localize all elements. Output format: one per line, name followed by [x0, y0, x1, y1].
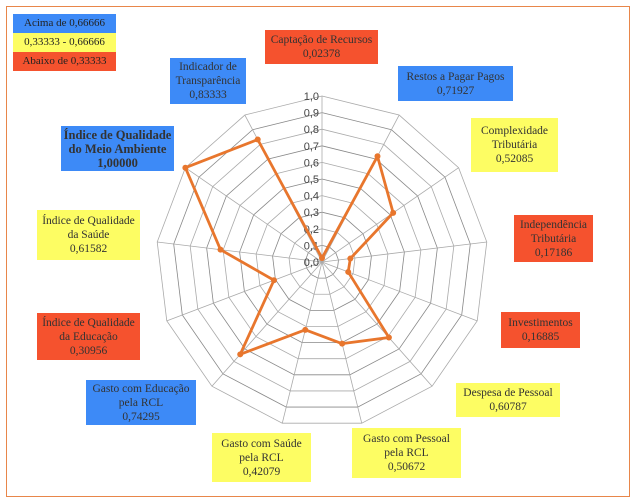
tick-label: 0,7: [304, 141, 319, 153]
axis-value: 0,17186: [534, 246, 573, 259]
data-point: [339, 340, 346, 347]
data-point: [319, 255, 325, 262]
tick-label: 0,6: [304, 157, 319, 169]
grid-ring: [239, 178, 405, 343]
axis-name: Investimentos: [508, 317, 573, 329]
chart-frame: [6, 6, 630, 497]
axis-spoke: [211, 261, 323, 387]
grid-ring: [288, 228, 356, 295]
tick-label: 0,5: [304, 174, 319, 186]
grid-ring: [189, 128, 455, 392]
legend-middle: 0,33333 - 0,66666: [13, 33, 116, 52]
data-point: [347, 255, 354, 262]
axis-name: Despesa de Pessoal: [463, 387, 553, 399]
axis-label-box: Gasto com Pessoal pela RCL 0,50672: [352, 428, 461, 478]
data-point: [345, 268, 352, 275]
axis-name: Independência Tributária: [519, 218, 588, 245]
axis-name: Gasto com Saúde pela RCL: [221, 437, 302, 464]
axis-value: 0,16885: [521, 331, 560, 343]
axis-value: 0,30956: [69, 344, 108, 357]
axis-value: 0,02378: [302, 48, 341, 60]
axis-name: Índice de Qualidade do Meio Ambiente: [63, 127, 172, 156]
axis-label-box: Indicador de Transparência 0,83333: [170, 58, 246, 104]
data-point: [217, 246, 224, 253]
axis-spoke: [321, 261, 478, 322]
data-point: [254, 136, 261, 143]
axis-label-box: Investimentos 0,16885: [501, 312, 580, 348]
data-series-line: [183, 138, 395, 356]
data-point: [237, 351, 244, 358]
axis-spoke: [185, 167, 323, 263]
data-point: [390, 209, 397, 216]
axis-name: Gasto com Pessoal pela RCL: [363, 433, 450, 459]
axis-value: 0,60787: [489, 401, 527, 413]
data-point: [182, 164, 189, 171]
data-point: [385, 334, 392, 341]
axis-value: 0,42079: [242, 465, 281, 478]
axis-spoke: [321, 261, 433, 387]
axis-label-box: Índice de Qualidade da Saúde 0,61582: [37, 210, 140, 260]
axis-value: 0,50672: [387, 461, 426, 473]
axis-value: 0,74295: [122, 410, 160, 423]
data-point: [270, 277, 277, 284]
grid-ring: [206, 145, 438, 376]
grid-ring: [272, 211, 372, 311]
axis-spoke: [281, 261, 323, 424]
axis-value: 0,83333: [189, 89, 227, 101]
axis-value: 1,00000: [97, 155, 138, 170]
axis-value: 0,52085: [495, 153, 534, 165]
axis-name: Restos a Pagar Pagos: [406, 70, 505, 83]
axis-name: Captação de Recursos: [270, 34, 373, 46]
axis-spoke: [166, 261, 323, 322]
legend-above: Acima de 0,66666: [13, 14, 116, 33]
axis-label-box: Complexidade Tributária 0,52085: [471, 118, 558, 172]
axis-name: Índice de Qualidade da Saúde: [42, 215, 135, 241]
grid-ring: [305, 244, 339, 279]
axis-value: 0,61582: [69, 243, 108, 255]
tick-label: 0,9: [304, 108, 319, 120]
axis-name: Gasto com Educação pela RCL: [92, 382, 190, 409]
tick-label: 0,4: [304, 191, 319, 203]
data-point: [374, 153, 381, 160]
tick-label: 1,0: [304, 91, 319, 103]
axis-name: Complexidade Tributária: [480, 125, 549, 151]
axis-name: Índice de Qualidade da Educação: [42, 316, 135, 343]
axis-label-box: Captação de Recursos 0,02378: [265, 30, 378, 64]
data-point: [302, 326, 309, 333]
tick-label: 0,8: [304, 124, 319, 136]
tick-label: 0,0: [304, 257, 319, 269]
grid-ring: [222, 161, 422, 360]
tick-label: 0,3: [304, 207, 319, 219]
legend-below: Abaixo de 0,33333: [13, 52, 116, 71]
axis-label-box: Despesa de Pessoal 0,60787: [456, 383, 560, 417]
axis-name: Indicador de Transparência: [175, 61, 241, 87]
axis-value: 0,71927: [436, 84, 475, 97]
grid-ring: [156, 95, 488, 424]
axis-spoke: [157, 241, 323, 263]
